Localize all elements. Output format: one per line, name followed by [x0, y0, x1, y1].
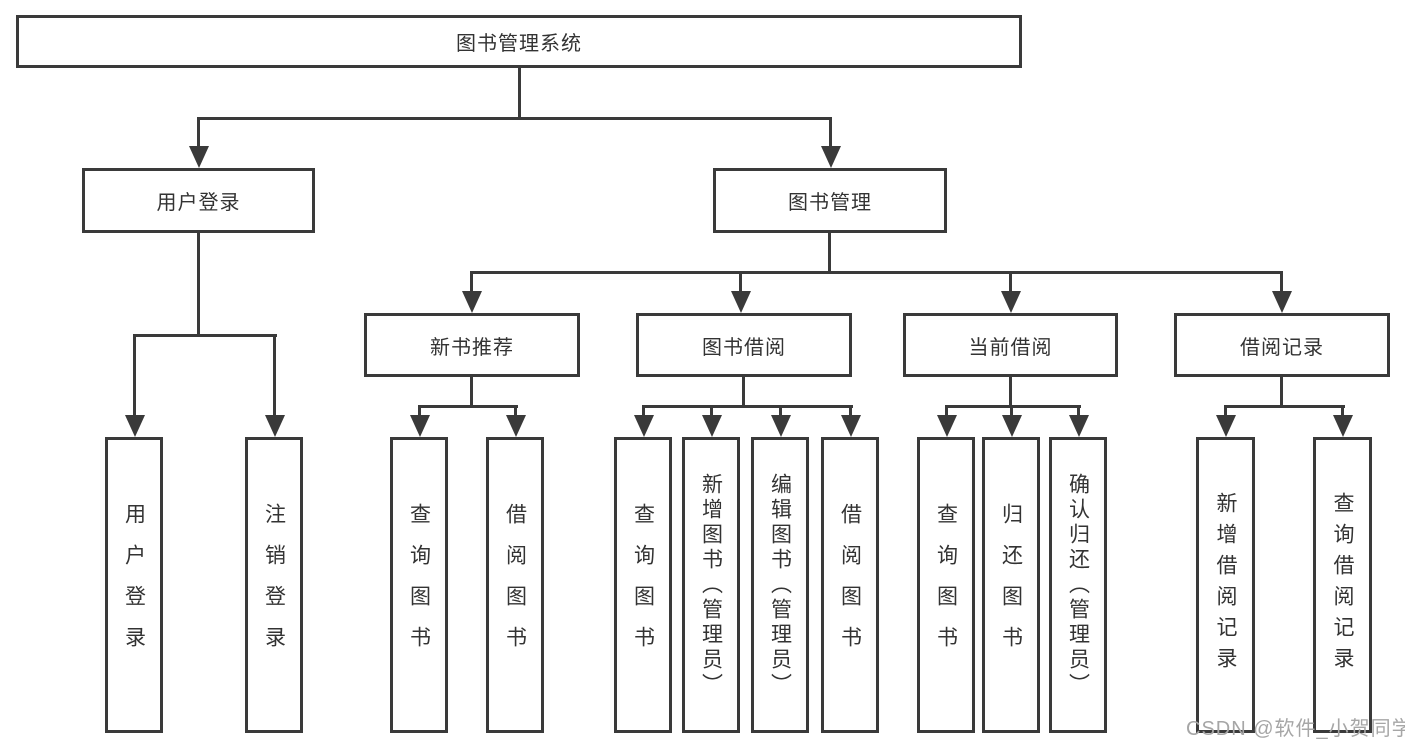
- leaf-borrow-books-recommend: 借阅图书: [486, 437, 544, 733]
- arrow-to-new-book-recommendation: [461, 271, 482, 313]
- branch-line-new-book: [418, 405, 518, 408]
- connector-stem-user-login: [197, 233, 200, 337]
- arrow-to-book-management: [820, 117, 841, 168]
- node-borrowing-records: 借阅记录: [1174, 313, 1390, 377]
- leaf-confirm-return-admin: 确认归还（管理员）: [1049, 437, 1107, 733]
- branch-line-borrowing-records: [1224, 405, 1345, 408]
- leaf-query-books-borrow: 查询图书: [614, 437, 672, 733]
- leaf-query-books-current: 查询图书: [917, 437, 975, 733]
- leaf-query-borrow-record: 查询借阅记录: [1313, 437, 1372, 733]
- branch-line-level1: [197, 117, 831, 120]
- arrow-to-leaf-logout: [264, 334, 285, 437]
- connector-stem-current-borrowing: [1009, 375, 1012, 408]
- arrow-to-leaf-user-login: [124, 334, 145, 437]
- arrow-leaf: [936, 405, 957, 437]
- leaf-edit-books-admin: 编辑图书（管理员）: [751, 437, 809, 733]
- watermark-text: CSDN @软件_小贺同学: [1186, 718, 1405, 740]
- node-root: 图书管理系统: [16, 15, 1022, 68]
- leaf-add-borrow-record: 新增借阅记录: [1196, 437, 1255, 733]
- leaf-logout: 注销登录: [245, 437, 303, 733]
- arrow-leaf: [633, 405, 654, 437]
- node-book-borrowing: 图书借阅: [636, 313, 852, 377]
- node-book-management: 图书管理: [713, 168, 947, 233]
- node-current-borrowing: 当前借阅: [903, 313, 1118, 377]
- connector-stem-new-book: [470, 375, 473, 408]
- connector-stem-book-management: [828, 233, 831, 274]
- branch-line-book-borrowing: [642, 405, 853, 408]
- arrow-to-current-borrowing: [1000, 271, 1021, 313]
- leaf-borrow-books: 借阅图书: [821, 437, 879, 733]
- connector-stem-book-borrowing: [742, 375, 745, 408]
- leaf-query-books-recommend: 查询图书: [390, 437, 448, 733]
- branch-line-current-borrowing: [945, 405, 1081, 408]
- arrow-leaf: [409, 405, 430, 437]
- arrow-leaf: [1001, 405, 1022, 437]
- branch-line-level2: [470, 271, 1283, 274]
- arrow-to-borrowing-records: [1271, 271, 1292, 313]
- arrow-to-user-login: [188, 117, 209, 168]
- leaf-user-login: 用户登录: [105, 437, 163, 733]
- connector-stem-borrowing-records: [1280, 375, 1283, 408]
- leaf-add-books-admin: 新增图书（管理员）: [682, 437, 740, 733]
- arrow-leaf: [701, 405, 722, 437]
- arrow-leaf: [1332, 405, 1353, 437]
- arrow-leaf: [1215, 405, 1236, 437]
- branch-line-user-login: [133, 334, 277, 337]
- arrow-leaf: [505, 405, 526, 437]
- node-user-login: 用户登录: [82, 168, 315, 233]
- arrow-to-book-borrowing: [730, 271, 751, 313]
- arrow-leaf: [1068, 405, 1089, 437]
- arrow-leaf: [770, 405, 791, 437]
- connector-stem-root: [518, 68, 521, 118]
- node-new-book-recommendation: 新书推荐: [364, 313, 580, 377]
- leaf-return-books: 归还图书: [982, 437, 1040, 733]
- arrow-leaf: [840, 405, 861, 437]
